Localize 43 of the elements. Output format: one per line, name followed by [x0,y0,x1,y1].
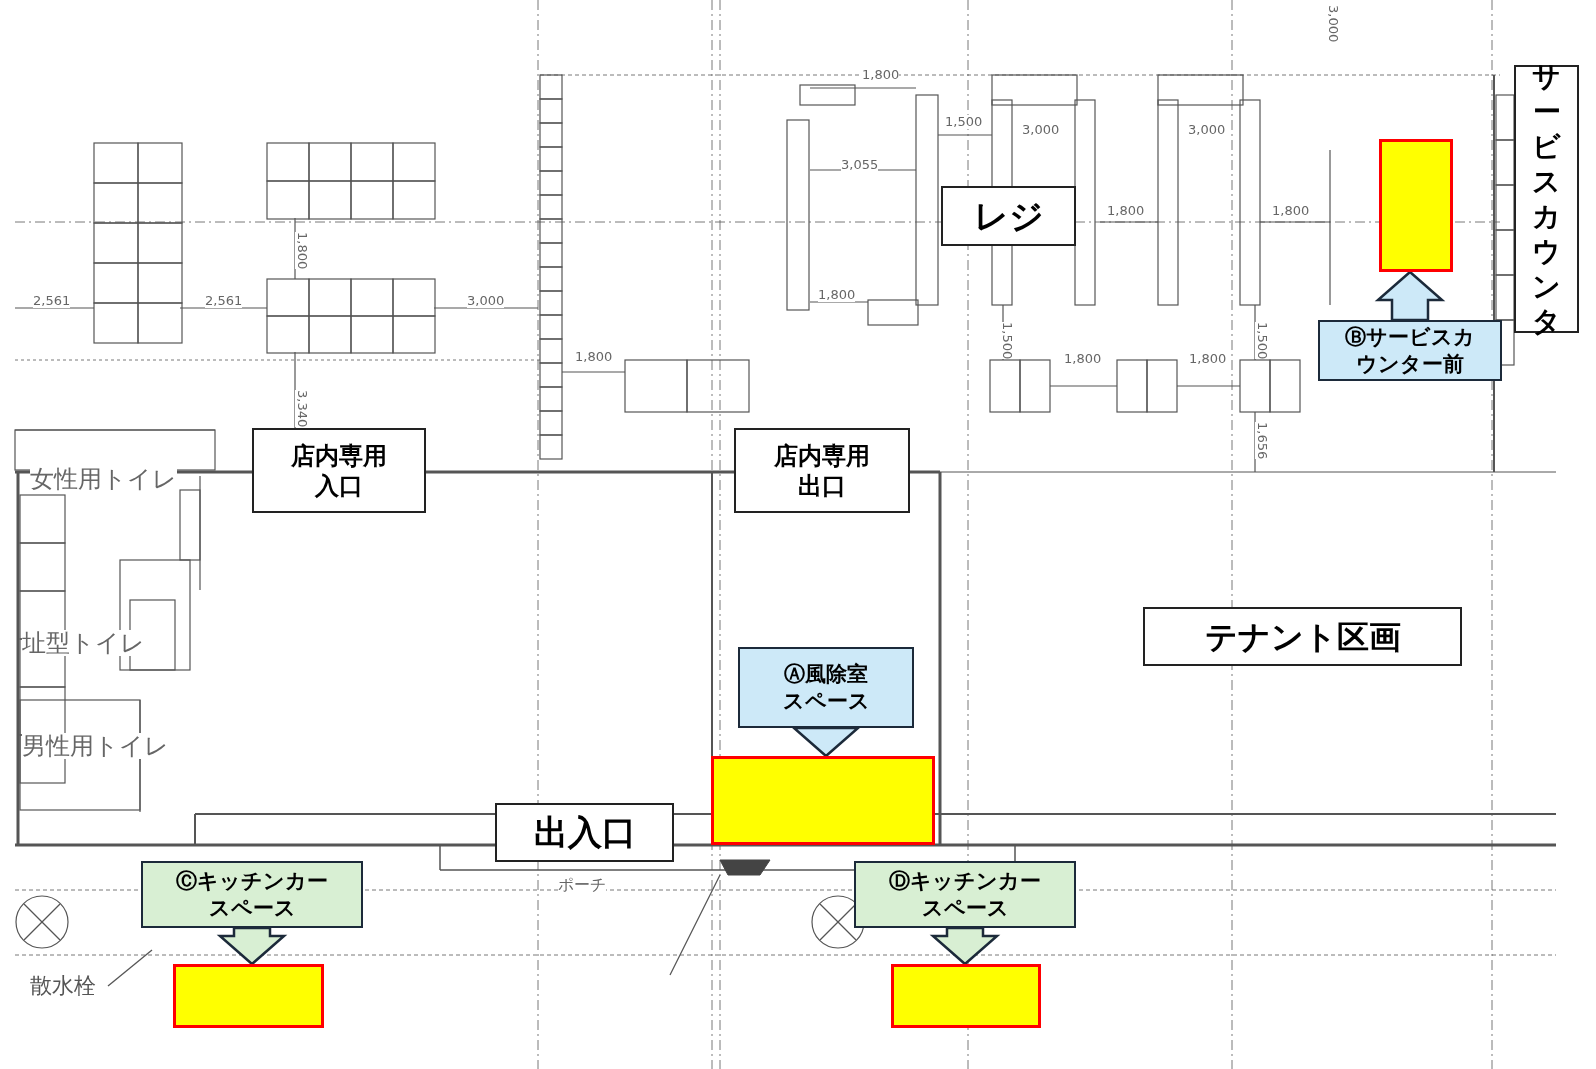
dimension-label: 1,800 [575,350,613,365]
dimension-label: 3,055 [841,158,879,173]
room-label: 址型トイレ [22,630,145,657]
dimension-label: 3,000 [1188,123,1226,138]
dimension-label: 3,000 [1022,123,1060,138]
highlight-area [711,756,935,845]
dimension-label: 1,500 [1255,322,1270,360]
callout-box: Ⓓキッチンカースペース [854,861,1076,928]
dimension-label: 2,561 [33,294,71,309]
dimension-label: 1,656 [1255,422,1270,460]
dimension-label: 1,800 [1272,204,1310,219]
dimension-label: 1,500 [1000,322,1015,360]
room-label: 男性用トイレ [22,733,169,760]
callout-box: Ⓐ風除室スペース [738,647,914,728]
dimension-label: 1,800 [1107,204,1145,219]
label-box: 店内専用出口 [734,428,910,513]
room-label: 女性用トイレ [30,466,177,493]
callout-box: Ⓑサービスカウンター前 [1318,320,1502,381]
highlight-area [891,964,1041,1028]
label-box: テナント区画 [1143,607,1462,666]
dimension-label: 1,500 [945,115,983,130]
label-box: レジ [941,186,1076,246]
annotation-text: 散水栓 [30,970,106,1002]
dimension-label: 3,340 [295,390,310,428]
callout-box: Ⓒキッチンカースペース [141,861,363,928]
block-arrow [790,726,862,758]
block-arrow [929,926,1001,966]
label-box: 店内専用入口 [252,428,426,513]
dimension-label: 1,800 [1064,352,1102,367]
highlight-area [173,964,324,1028]
dimension-label: 1,800 [862,68,900,83]
dimension-label: 3,000 [1326,5,1341,43]
block-arrow [1374,270,1446,322]
dimension-label: 1,800 [1189,352,1227,367]
area-label: ポーチ [558,876,606,894]
leader-line [107,949,153,987]
dimension-label: 1,800 [818,288,856,303]
highlight-area [1379,139,1453,272]
dimension-label: 3,000 [467,294,505,309]
block-arrow [216,926,288,966]
dimension-label: 1,800 [295,232,310,270]
label-box: 出入口 [495,803,674,862]
dimension-label: 2,561 [205,294,243,309]
